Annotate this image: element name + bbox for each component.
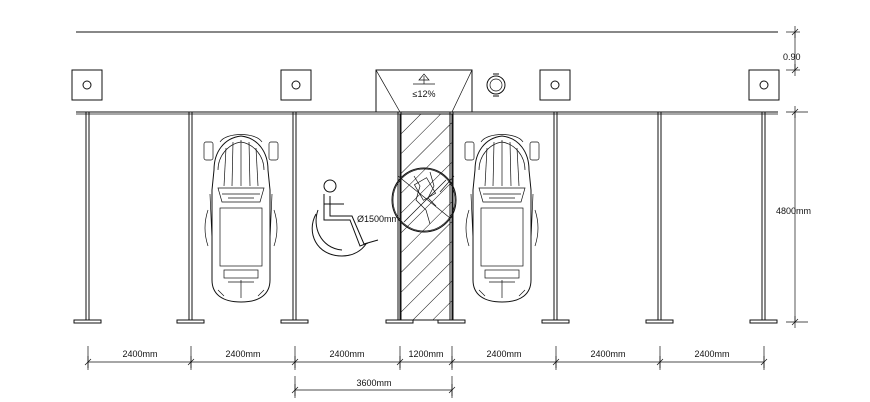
turning-circle: Ø1500mm [357, 167, 457, 233]
ramp-arrow-icon [413, 73, 435, 85]
turning-circle-label: Ø1500mm [357, 214, 399, 224]
bay-divider-post [73, 111, 102, 324]
dim-label: 2400mm [122, 349, 157, 359]
ring-marker-icon [486, 73, 506, 97]
dim-label: 2400mm [486, 349, 521, 359]
light-fixture-icon [748, 69, 780, 101]
bay-divider-post [541, 111, 570, 324]
wheelchair-icon [311, 179, 379, 257]
slope-label: ≤12% [413, 89, 436, 99]
horizontal-dimension-chain: 2400mm 2400mm 2400mm 1200mm 2400mm 2400m… [84, 346, 768, 398]
car-top-view-icon [464, 134, 540, 303]
hatched-access-aisle [399, 113, 453, 321]
bay-divider-post [280, 111, 309, 324]
light-fixture-icon [280, 69, 312, 101]
dim-label: 2400mm [694, 349, 729, 359]
light-fixture-icon [71, 69, 103, 101]
accessible-total-label: 3600mm [356, 378, 391, 388]
bay-divider-post [645, 111, 674, 324]
bay-divider-post [749, 111, 778, 324]
bay-divider-post [176, 111, 205, 324]
vertical-dimension: 0.90 4800mm [776, 25, 811, 329]
dim-label: 1200mm [408, 349, 443, 359]
bay-depth-label: 4800mm [776, 206, 811, 216]
light-fixture-icon [539, 69, 571, 101]
dim-label: 2400mm [590, 349, 625, 359]
top-offset-label: 0.90 [783, 52, 801, 62]
car-top-view-icon [203, 134, 279, 303]
ramp-entry: ≤12% [375, 69, 473, 113]
dim-label: 2400mm [225, 349, 260, 359]
dim-label: 2400mm [329, 349, 364, 359]
